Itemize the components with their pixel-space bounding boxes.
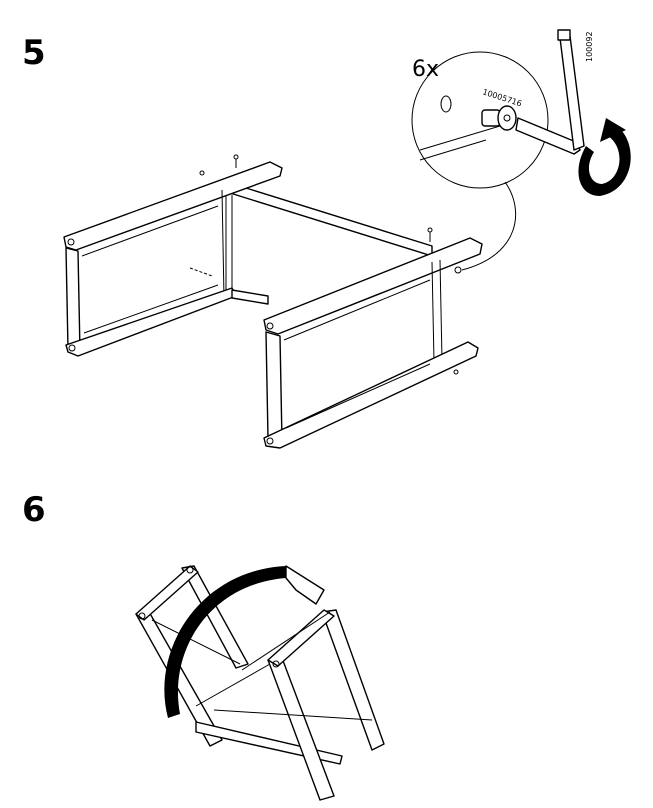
step-number-5: 5 <box>22 33 46 73</box>
clockwise-arrow-icon <box>578 118 631 196</box>
step-number-6: 6 <box>22 490 46 530</box>
detail-callout <box>411 29 585 271</box>
flip-arrow-icon <box>164 565 325 718</box>
step5-frame-drawing <box>63 154 483 449</box>
quantity-label: 6x <box>412 57 439 82</box>
step6-frame-drawing <box>135 565 385 801</box>
key-part-number: 100092 <box>585 31 594 62</box>
bolt-part-number: 10005716 <box>481 87 523 108</box>
